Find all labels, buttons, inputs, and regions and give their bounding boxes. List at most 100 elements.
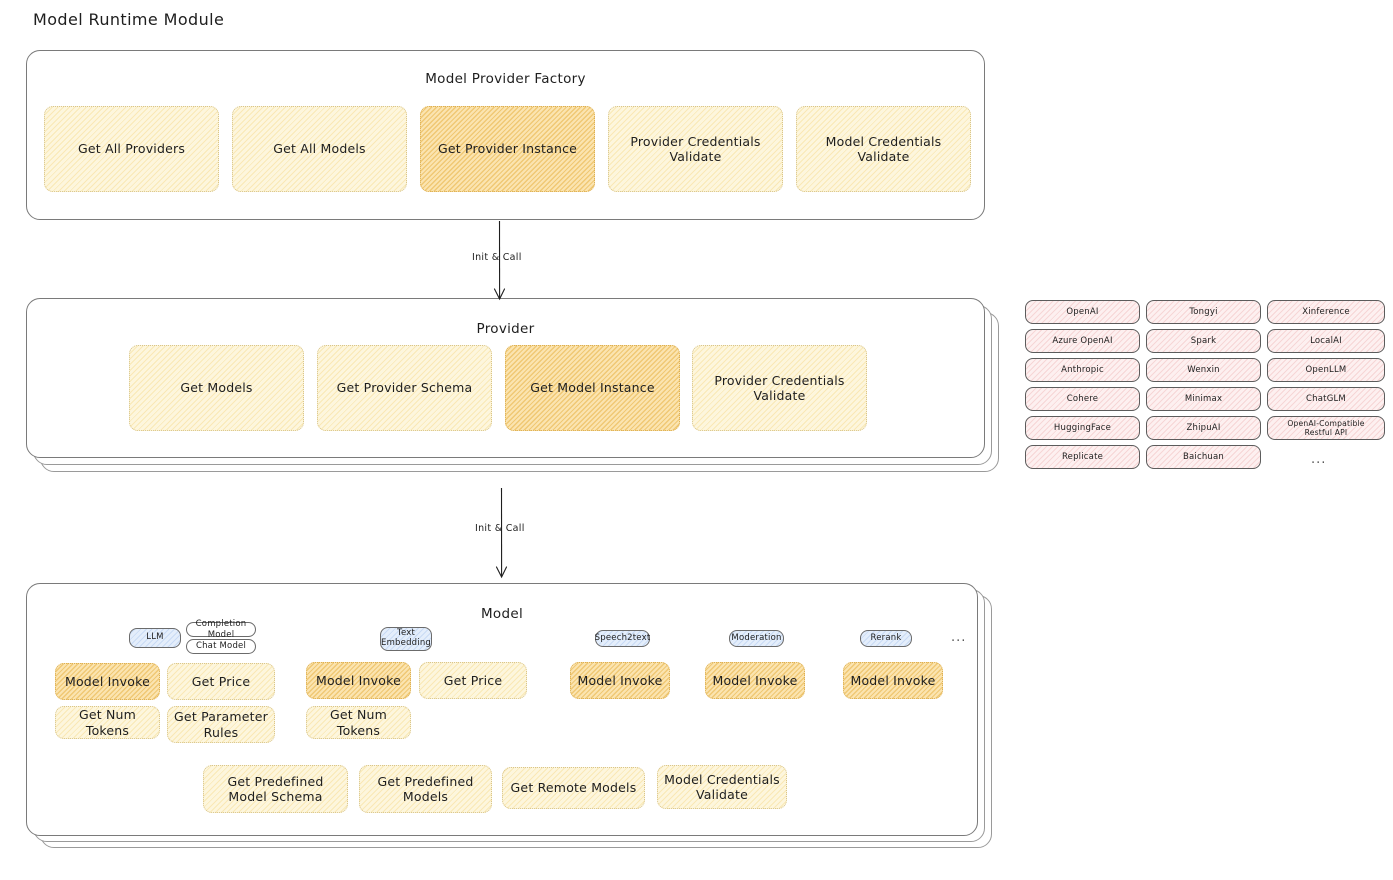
factory-node-get-all-providers-label: Get All Providers	[77, 141, 186, 157]
provider-chip-label: OpenLLM	[1305, 364, 1347, 375]
provider-chip-label: ChatGLM	[1306, 393, 1346, 404]
model-tag-llm[interactable]: LLM	[129, 628, 181, 648]
provider-node-get-model-instance[interactable]: Get Model Instance	[505, 345, 680, 431]
provider-chip-openai[interactable]: OpenAI	[1025, 300, 1140, 324]
provider-chip-localai[interactable]: LocalAI	[1267, 329, 1385, 353]
model-node-text-embedding-get-price[interactable]: Get Price	[419, 662, 527, 699]
model-shared-node-model-credentials-validate-label: Model Credentials Validate	[664, 771, 780, 802]
panel-title-provider: Provider	[476, 321, 535, 337]
provider-node-get-model-instance-label: Get Model Instance	[530, 380, 655, 396]
model-node-text-embedding-model-invoke[interactable]: Model Invoke	[306, 662, 411, 699]
model-shared-node-get-predefined-models-label: Get Predefined Models	[377, 773, 474, 804]
provider-chip-baichuan[interactable]: Baichuan	[1146, 445, 1261, 469]
model-node-moderation-model-invoke[interactable]: Model Invoke	[705, 662, 805, 699]
factory-node-get-provider-instance-label: Get Provider Instance	[437, 141, 578, 157]
provider-chip-label: Cohere	[1066, 393, 1099, 404]
model-tag-moderation[interactable]: Moderation	[729, 630, 784, 647]
provider-chip-wenxin[interactable]: Wenxin	[1146, 358, 1261, 382]
model-shared-node-model-credentials-validate[interactable]: Model Credentials Validate	[657, 765, 787, 809]
model-node-speech2text-model-invoke-label: Model Invoke	[577, 672, 663, 688]
provider-chip-label: Azure OpenAI	[1052, 335, 1113, 346]
connector-factory-to-provider	[493, 220, 506, 301]
provider-node-provider-credentials-validate-label: Provider Credentials Validate	[714, 372, 845, 403]
model-node-llm-get-num-tokens-label: Get Num Tokens	[78, 707, 137, 738]
provider-chip-label: LocalAI	[1310, 335, 1342, 346]
model-node-llm-get-parameter-rules-label: Get Parameter Rules	[174, 709, 268, 740]
model-tag-text-embedding[interactable]: Text Embedding	[380, 627, 432, 651]
provider-chip-minimax[interactable]: Minimax	[1146, 387, 1261, 411]
model-node-llm-get-price-label: Get Price	[191, 673, 251, 689]
provider-chip-label: Xinference	[1302, 306, 1350, 317]
model-node-rerank-model-invoke-label: Model Invoke	[850, 672, 936, 688]
providers-list-ellipsis: ...	[1311, 452, 1327, 467]
model-tag-completion-model-label: Completion Model	[195, 619, 247, 640]
model-types-ellipsis: ...	[951, 630, 967, 645]
factory-node-model-credentials-validate[interactable]: Model Credentials Validate	[796, 106, 971, 192]
provider-chip-label: OpenAI-Compatible Restful API	[1287, 418, 1365, 437]
provider-chip-label: Baichuan	[1182, 451, 1225, 462]
provider-node-get-provider-schema-label: Get Provider Schema	[336, 380, 473, 396]
provider-node-provider-credentials-validate[interactable]: Provider Credentials Validate	[692, 345, 867, 431]
model-node-llm-model-invoke[interactable]: Model Invoke	[55, 663, 160, 700]
model-shared-node-get-predefined-model-schema[interactable]: Get Predefined Model Schema	[203, 765, 348, 813]
provider-chip-label: Anthropic	[1061, 364, 1104, 375]
page-title: Model Runtime Module	[33, 10, 225, 29]
panel-title-model-provider-factory: Model Provider Factory	[425, 71, 586, 87]
model-shared-node-get-remote-models-label: Get Remote Models	[510, 780, 637, 796]
factory-node-provider-credentials-validate[interactable]: Provider Credentials Validate	[608, 106, 783, 192]
model-node-rerank-model-invoke[interactable]: Model Invoke	[843, 662, 943, 699]
provider-chip-replicate[interactable]: Replicate	[1025, 445, 1140, 469]
model-node-text-embedding-get-num-tokens[interactable]: Get Num Tokens	[306, 706, 411, 739]
model-shared-node-get-remote-models[interactable]: Get Remote Models	[502, 767, 645, 809]
provider-chip-spark[interactable]: Spark	[1146, 329, 1261, 353]
model-node-llm-get-parameter-rules[interactable]: Get Parameter Rules	[167, 706, 275, 743]
provider-chip-label: Tongyi	[1189, 306, 1218, 317]
model-tag-speech2text[interactable]: Speech2text	[595, 630, 650, 647]
model-node-llm-model-invoke-label: Model Invoke	[64, 673, 151, 689]
factory-node-get-provider-instance[interactable]: Get Provider Instance	[420, 106, 595, 192]
model-tag-chat-model[interactable]: Chat Model	[186, 639, 256, 654]
provider-node-get-models-label: Get Models	[180, 380, 253, 396]
provider-chip-xinference[interactable]: Xinference	[1267, 300, 1385, 324]
model-node-speech2text-model-invoke[interactable]: Model Invoke	[570, 662, 670, 699]
model-tag-llm-label: LLM	[146, 632, 164, 643]
model-node-moderation-model-invoke-label: Model Invoke	[712, 672, 798, 688]
provider-chip-openllm[interactable]: OpenLLM	[1267, 358, 1385, 382]
model-shared-node-get-predefined-model-schema-label: Get Predefined Model Schema	[227, 773, 324, 804]
provider-chip-label: Wenxin	[1187, 364, 1220, 375]
connector-label-1: Init & Call	[472, 252, 522, 263]
provider-node-get-provider-schema[interactable]: Get Provider Schema	[317, 345, 492, 431]
factory-node-get-all-models[interactable]: Get All Models	[232, 106, 407, 192]
provider-chip-label: ZhipuAI	[1186, 422, 1221, 433]
provider-chip-openai-compatible-restful-api[interactable]: OpenAI-Compatible Restful API	[1267, 416, 1385, 440]
provider-chip-zhipuai[interactable]: ZhipuAI	[1146, 416, 1261, 440]
model-tag-rerank-label: Rerank	[870, 632, 902, 643]
model-tag-rerank[interactable]: Rerank	[860, 630, 912, 647]
model-node-llm-get-price[interactable]: Get Price	[167, 663, 275, 700]
model-tag-text-embedding-label: Text Embedding	[381, 628, 432, 648]
provider-chip-label: HuggingFace	[1053, 422, 1112, 433]
panel-title-model: Model	[480, 606, 524, 622]
model-tag-chat-model-label: Chat Model	[195, 641, 247, 652]
provider-chip-anthropic[interactable]: Anthropic	[1025, 358, 1140, 382]
connector-provider-to-model	[495, 487, 508, 579]
model-tag-moderation-label: Moderation	[731, 632, 782, 643]
provider-chip-label: OpenAI	[1066, 306, 1099, 317]
model-node-llm-get-num-tokens[interactable]: Get Num Tokens	[55, 706, 160, 739]
provider-chip-azure-openai[interactable]: Azure OpenAI	[1025, 329, 1140, 353]
provider-chip-label: Minimax	[1184, 393, 1223, 404]
panel-model: Model	[26, 583, 978, 836]
provider-chip-label: Spark	[1190, 335, 1217, 346]
factory-node-model-credentials-validate-label: Model Credentials Validate	[825, 133, 942, 164]
model-node-text-embedding-get-num-tokens-label: Get Num Tokens	[329, 707, 388, 738]
factory-node-get-all-providers[interactable]: Get All Providers	[44, 106, 219, 192]
provider-node-get-models[interactable]: Get Models	[129, 345, 304, 431]
connector-label-2: Init & Call	[475, 523, 525, 534]
provider-chip-cohere[interactable]: Cohere	[1025, 387, 1140, 411]
model-tag-completion-model[interactable]: Completion Model	[186, 619, 256, 640]
provider-chip-huggingface[interactable]: HuggingFace	[1025, 416, 1140, 440]
provider-chip-tongyi[interactable]: Tongyi	[1146, 300, 1261, 324]
model-shared-node-get-predefined-models[interactable]: Get Predefined Models	[359, 765, 492, 813]
provider-chip-chatglm[interactable]: ChatGLM	[1267, 387, 1385, 411]
